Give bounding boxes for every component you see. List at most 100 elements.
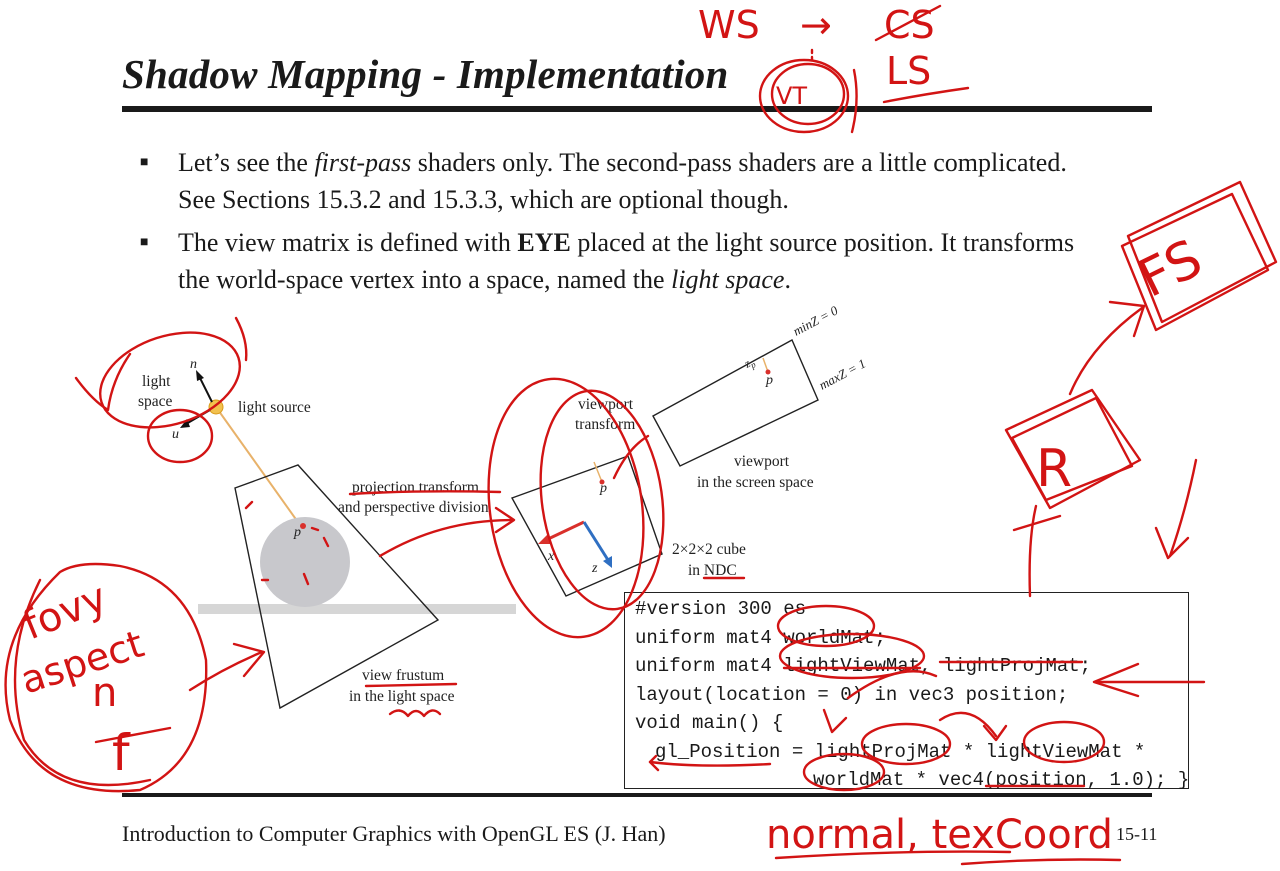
slide-title: Shadow Mapping - Implementation xyxy=(122,51,729,97)
annotation-arrow-to-cube xyxy=(378,518,514,558)
code-line-4: layout(location = 0) in vec3 position; xyxy=(635,683,1069,706)
floor-plane xyxy=(198,604,516,614)
annotation-f-bar xyxy=(94,726,172,744)
annotation-arrow: → xyxy=(800,3,832,47)
annotation-arrow-to-frustum xyxy=(188,650,264,692)
annotation-frustum-squiggle xyxy=(388,709,442,718)
view-frustum xyxy=(234,464,440,710)
annotation-arrow-r-fs xyxy=(1068,306,1144,396)
annotation-worldmat-circle xyxy=(776,604,876,648)
axis-x-arrow xyxy=(545,520,585,542)
annotation-lightviewmat-circle xyxy=(778,632,926,680)
annotation-ls-underline xyxy=(882,86,970,104)
bullet-text-2: The view matrix is defined with EYE plac… xyxy=(178,228,1075,294)
light-ray xyxy=(215,406,301,526)
annotation-projection-underline xyxy=(348,490,502,496)
light-space-label-1: light xyxy=(142,373,171,390)
axis-x-label: x xyxy=(547,549,555,564)
code-line-3: uniform mat4 lightViewMat, lightProjMat; xyxy=(635,655,1092,677)
viewport-label-2: in the screen space xyxy=(697,474,814,491)
zp-label-group: zp xyxy=(741,354,758,373)
annotation-lightspace-stroke xyxy=(234,316,248,362)
annotation-code-arrow-2 xyxy=(938,711,998,738)
viewport-transform-label-1: viewport xyxy=(578,396,634,413)
annotation-left-circle xyxy=(4,562,208,793)
bullet-square-icon: ■ xyxy=(140,235,149,250)
code-line-2: uniform mat4 worldMat; xyxy=(635,626,886,649)
annotation-ws: WS xyxy=(698,3,760,47)
code-line-1: #version 300 es xyxy=(635,598,807,620)
annotation-line-into-r xyxy=(1028,504,1038,598)
zp-label: zp xyxy=(741,354,758,373)
annotation-mark-4 xyxy=(322,536,330,548)
annotation-left-arrowhead-icon xyxy=(1092,662,1140,698)
annotation-worldmat-circle-2 xyxy=(802,752,886,792)
annotation-cs: CS xyxy=(884,3,935,47)
annotation-vt-stroke xyxy=(850,68,858,134)
annotation-normal-underline xyxy=(774,850,1012,860)
annotation-code-arrowhead-1-icon xyxy=(822,708,848,734)
light-source-label: light source xyxy=(238,399,311,416)
bullet-text-1: Let’s see the first-pass shaders only. T… xyxy=(178,148,1067,214)
annotation-vt-circle-inner xyxy=(770,62,846,126)
annotation-cube-circle xyxy=(487,377,645,639)
annotation-n: n xyxy=(92,670,117,716)
code-line-5: void main() { xyxy=(635,712,784,734)
annotation-code-arrow-1 xyxy=(846,670,938,700)
slide-footer: Introduction to Computer Graphics with O… xyxy=(122,821,666,846)
page-number: 15-11 xyxy=(1116,824,1158,844)
axis-n-arrowhead-icon xyxy=(196,370,204,381)
axis-z-arrow xyxy=(582,521,610,561)
viewport-point-marker xyxy=(765,369,771,375)
annotation-viewmat-circle xyxy=(1022,720,1106,764)
annotation-checkmark xyxy=(74,352,132,412)
axis-z-arrowhead-icon xyxy=(603,556,612,568)
annotation-r: R xyxy=(1036,439,1072,499)
bullet-item-1: ■ Let’s see the first-pass shaders only.… xyxy=(140,144,1100,218)
viewport-box xyxy=(652,339,819,467)
ndc-point-label: p xyxy=(599,481,607,496)
viewport-label-1: viewport xyxy=(734,453,790,470)
view-frustum-label-2: in the light space xyxy=(349,688,455,705)
annotation-cube-circle-2 xyxy=(539,389,665,611)
annotation-glposition-underline xyxy=(648,760,772,767)
annotation-normal-texcoord: normal, texCoord xyxy=(766,812,1113,858)
footer-rule xyxy=(122,793,1152,797)
bullet-square-icon: ■ xyxy=(140,155,149,170)
title-underline xyxy=(122,106,1152,112)
annotation-u-circle xyxy=(146,408,214,464)
light-space-label-2: space xyxy=(138,393,173,410)
axis-n-label: n xyxy=(190,357,197,372)
annotation-mark-1 xyxy=(244,500,254,510)
cube-label-1: 2×2×2 cube xyxy=(672,541,746,558)
point-p-marker xyxy=(300,523,306,529)
bullet-list: ■ Let’s see the first-pass shaders only.… xyxy=(140,144,1100,304)
annotation-texcoord-underline xyxy=(960,858,1122,866)
annotation-lightspace-circle xyxy=(98,331,242,429)
annotation-r-box-2 xyxy=(1010,396,1134,502)
annotation-mark-3 xyxy=(302,572,310,586)
point-p-label: p xyxy=(293,525,301,540)
ndc-cube xyxy=(510,455,663,597)
annotation-arrowhead-cube-icon xyxy=(494,506,516,534)
annotation-vt: VT xyxy=(776,82,807,110)
annotation-arrowhead-frustum-icon xyxy=(232,642,266,678)
annotation-code-arrowhead-2-icon xyxy=(982,724,1008,742)
annotation-mark-5 xyxy=(310,526,320,532)
vertex-shader-code: #version 300 es uniform mat4 worldMat; u… xyxy=(624,592,1189,791)
annotation-fs-box-2 xyxy=(1120,192,1270,332)
annotation-cs-strike xyxy=(874,4,942,42)
ndc-point-marker xyxy=(599,479,605,485)
annotation-left-circle-2 xyxy=(13,578,152,787)
view-frustum-label-1: view frustum xyxy=(362,667,444,684)
annotation-vt-circle xyxy=(758,58,850,134)
annotation-glposition-arrowhead-icon xyxy=(648,754,660,772)
projection-label-2: and perspective division xyxy=(338,499,489,516)
annotation-arrowhead-r-fs-icon xyxy=(1108,300,1146,338)
axis-n-arrow xyxy=(198,375,213,403)
axis-u-label: u xyxy=(172,427,179,442)
sphere-object xyxy=(260,517,350,607)
annotation-tick xyxy=(1012,514,1062,532)
bullet-item-2: ■ The view matrix is defined with EYE pl… xyxy=(140,224,1100,298)
